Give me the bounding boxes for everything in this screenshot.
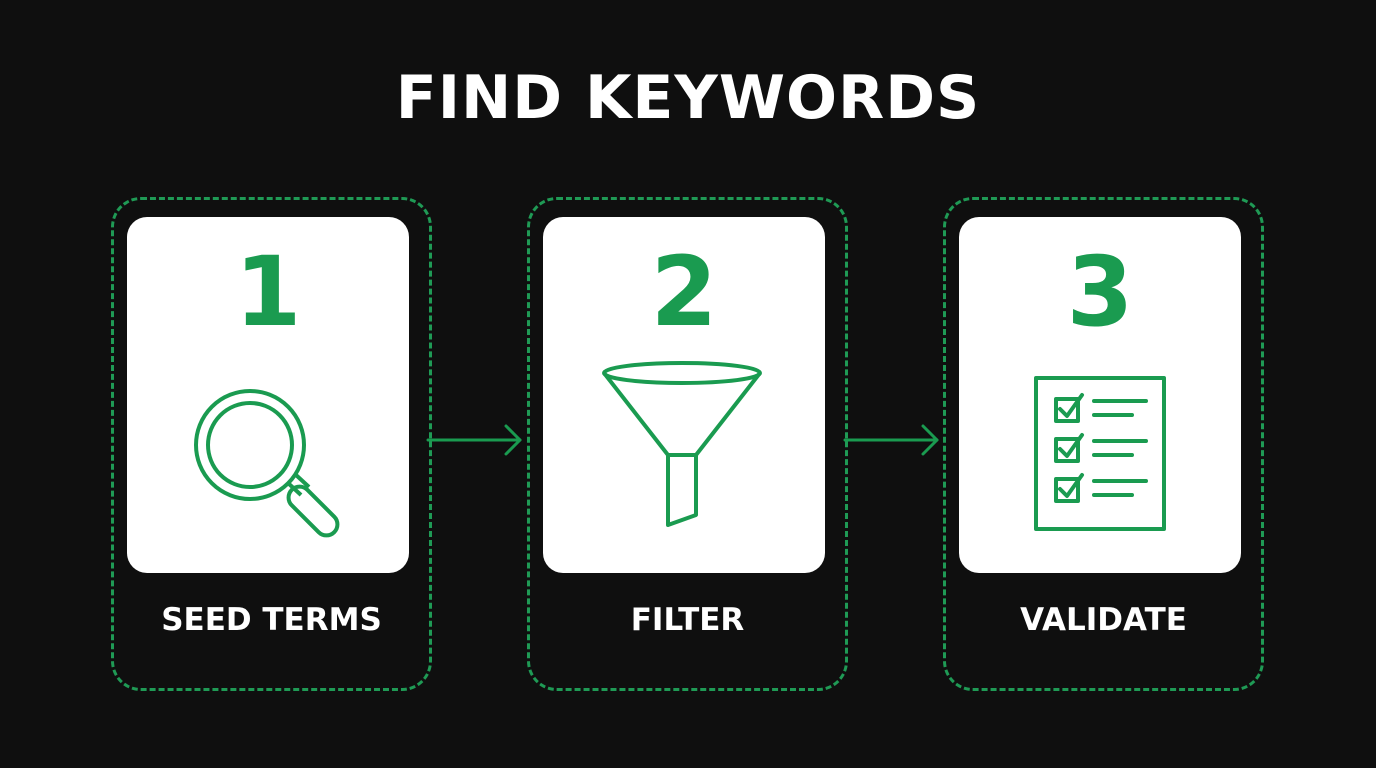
step-2-label: FILTER <box>630 602 745 638</box>
magnifying-glass-icon <box>194 389 340 538</box>
step-1-card: 1 <box>127 217 409 573</box>
step-3-label: VALIDATE <box>1020 602 1187 638</box>
step-2-number: 2 <box>650 236 718 348</box>
step-3-frame: 3 VALIDATE <box>943 197 1264 691</box>
step-2-frame: 2 FILTER <box>527 197 848 691</box>
step-1-frame: 1 SEED TERMS <box>111 197 432 691</box>
step-3-number: 3 <box>1066 236 1134 348</box>
step-1-label: SEED TERMS <box>161 602 382 638</box>
checklist-icon <box>1034 376 1166 531</box>
page-title: FIND KEYWORDS <box>395 63 981 133</box>
step-2-card: 2 <box>543 217 825 573</box>
arrow-right-icon <box>843 424 939 456</box>
step-1-number: 1 <box>234 236 302 348</box>
step-3-card: 3 <box>959 217 1241 573</box>
arrow-right-icon <box>426 424 522 456</box>
funnel-icon <box>602 361 762 527</box>
